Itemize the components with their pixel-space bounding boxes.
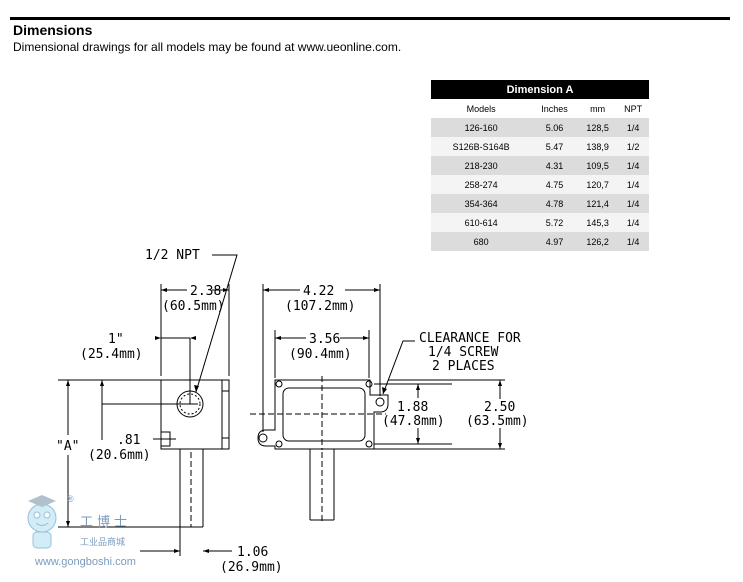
table-cell: 680 <box>431 232 532 251</box>
label-422-mm: (107.2mm) <box>285 299 355 314</box>
label-081-mm: (20.6mm) <box>88 448 151 463</box>
table-cell: S126B-S164B <box>431 137 532 156</box>
column-header: mm <box>577 99 618 118</box>
table-cell: 1/4 <box>617 213 649 232</box>
table-cell: 4.31 <box>531 156 578 175</box>
table-row: 354-364 4.78 121,4 1/4 <box>431 194 649 213</box>
table-cell: 128,5 <box>577 118 618 137</box>
table-cell: 4.75 <box>531 175 578 194</box>
label-188-mm: (47.8mm) <box>382 414 445 429</box>
table-header-row: Models Inches mm NPT <box>431 99 649 118</box>
section-description: Dimensional drawings for all models may … <box>13 40 402 54</box>
watermark-url: www.gongboshi.com <box>35 556 136 568</box>
table-cell: 1/4 <box>617 156 649 175</box>
table-cell: 5.06 <box>531 118 578 137</box>
table-cell: 5.47 <box>531 137 578 156</box>
section-heading: Dimensions <box>13 22 93 38</box>
label-clearance-1: CLEARANCE FOR <box>419 331 521 346</box>
label-clearance-3: 2 PLACES <box>432 359 495 374</box>
table-cell: 121,4 <box>577 194 618 213</box>
table-row: 126-160 5.06 128,5 1/4 <box>431 118 649 137</box>
table-cell: 1/4 <box>617 194 649 213</box>
watermark-registered-mark: ® <box>67 494 74 504</box>
column-header: Models <box>431 99 532 118</box>
table-row: S126B-S164B 5.47 138,9 1/2 <box>431 137 649 156</box>
label-356-mm: (90.4mm) <box>289 347 352 362</box>
label-a: "A" <box>56 439 79 454</box>
column-header: Inches <box>531 99 578 118</box>
label-250-in: 2.50 <box>484 400 515 415</box>
label-1-in: 1" <box>108 332 124 347</box>
table-row: 258-274 4.75 120,7 1/4 <box>431 175 649 194</box>
label-npt: 1/2 NPT <box>145 248 200 263</box>
table-cell: 1/4 <box>617 175 649 194</box>
table-row: 610-614 5.72 145,3 1/4 <box>431 213 649 232</box>
label-081-in: .81 <box>117 433 140 448</box>
watermark-mascot-icon <box>27 495 57 549</box>
column-header: NPT <box>617 99 649 118</box>
label-250-mm: (63.5mm) <box>466 414 529 429</box>
table-cell: 258-274 <box>431 175 532 194</box>
label-106-mm: (26.9mm) <box>220 560 283 575</box>
mounting-hole-left <box>258 433 268 443</box>
front-view-housing <box>257 379 389 450</box>
label-106-in: 1.06 <box>237 545 268 560</box>
table-cell: 145,3 <box>577 213 618 232</box>
label-1-mm: (25.4mm) <box>80 347 143 362</box>
label-422-in: 4.22 <box>303 284 334 299</box>
label-188-in: 1.88 <box>397 400 428 415</box>
watermark-brand: 工博士 <box>80 514 132 529</box>
label-356-in: 3.56 <box>309 332 340 347</box>
table-cell: 138,9 <box>577 137 618 156</box>
table-cell: 126,2 <box>577 232 618 251</box>
table-cell: 5.72 <box>531 213 578 232</box>
table-cell: 1/2 <box>617 137 649 156</box>
mounting-hole-right <box>375 397 385 407</box>
label-238-mm: (60.5mm) <box>162 299 225 314</box>
table-cell: 120,7 <box>577 175 618 194</box>
table-cell: 1/4 <box>617 232 649 251</box>
table-cell: 218-230 <box>431 156 532 175</box>
table-title: Dimension A <box>431 80 649 99</box>
label-238-in: 2.38 <box>190 284 221 299</box>
table-cell: 4.97 <box>531 232 578 251</box>
dimension-table: Dimension A Models Inches mm NPT 126-160… <box>431 80 649 251</box>
table-cell: 1/4 <box>617 118 649 137</box>
side-view-housing <box>160 379 230 450</box>
header-rule <box>10 17 730 20</box>
table-row: 218-230 4.31 109,5 1/4 <box>431 156 649 175</box>
watermark-tagline: 工业品商城 <box>80 537 126 547</box>
table-cell: 4.78 <box>531 194 578 213</box>
table-row: 680 4.97 126,2 1/4 <box>431 232 649 251</box>
table-cell: 354-364 <box>431 194 532 213</box>
table-cell: 610-614 <box>431 213 532 232</box>
table-cell: 109,5 <box>577 156 618 175</box>
table-cell: 126-160 <box>431 118 532 137</box>
label-clearance-2: 1/4 SCREW <box>428 345 499 360</box>
